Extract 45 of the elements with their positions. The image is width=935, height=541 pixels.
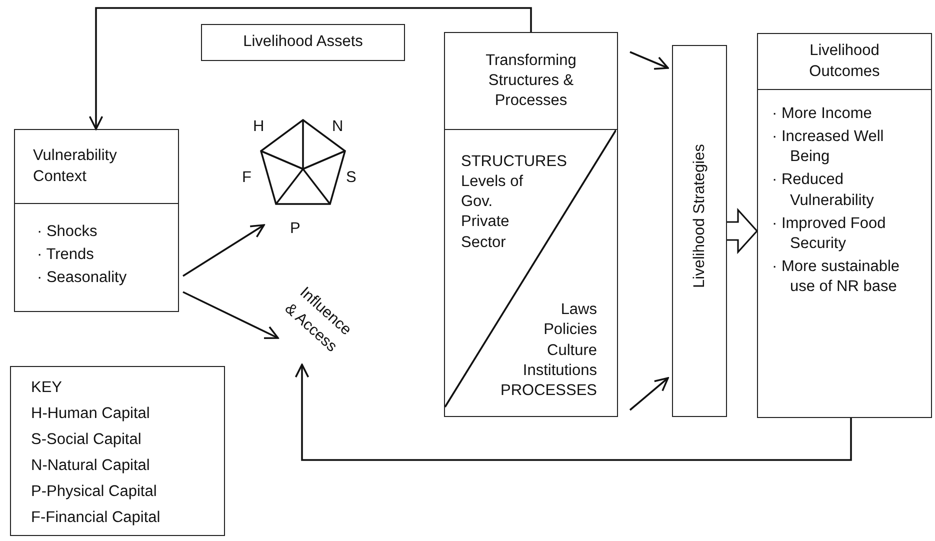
heading-box — [201, 24, 405, 61]
list-item: · Reduced Vulnerability — [772, 170, 875, 211]
box-text: Policies — [542, 320, 597, 340]
outcomes-box — [757, 33, 932, 418]
box-heading: Transforming Structures & Processes — [484, 50, 578, 112]
list-item: · Seasonality — [37, 268, 128, 288]
asset-letter: S — [346, 170, 356, 186]
box-text: Culture — [546, 340, 597, 361]
box-heading: Livelihood Assets — [243, 32, 363, 52]
key-text: P-Physical Capital — [31, 482, 158, 502]
key-text: S-Social Capital — [31, 430, 142, 450]
arrow — [629, 377, 669, 411]
box-heading: Livelihood Outcomes — [808, 41, 881, 82]
list-item: · Increased Well Being — [772, 127, 885, 168]
strategies-box — [672, 45, 727, 417]
arrow — [294, 364, 852, 461]
context-box — [14, 129, 179, 312]
key-text: F-Financial Capital — [31, 508, 162, 528]
block-arrow — [726, 208, 758, 254]
key-text: N-Natural Capital — [31, 456, 151, 476]
list-item: · More sustainable use of NR base — [772, 256, 901, 298]
list-item: · More Income — [772, 104, 873, 124]
structures-box — [444, 32, 618, 417]
key-text: KEY — [31, 378, 64, 398]
asset-letter: F — [242, 170, 252, 186]
list-item: · Improved Food Security — [772, 214, 887, 254]
box-text: Laws — [560, 300, 597, 320]
key-box — [10, 366, 225, 536]
box-text: STRUCTURES — [461, 152, 568, 172]
list-item: · Shocks — [37, 222, 98, 242]
box-text: Private Sector — [461, 212, 510, 253]
arrow — [630, 51, 669, 70]
key-text: H-Human Capital — [31, 404, 151, 424]
box-heading: Livelihood Strategies — [690, 144, 708, 288]
arrow — [182, 224, 265, 277]
asset-letter: P — [290, 221, 300, 236]
asset-letter: N — [332, 119, 344, 134]
box-heading: Vulnerability Context — [33, 146, 118, 186]
list-item: · Trends — [37, 245, 95, 266]
asset-letter: H — [253, 119, 264, 134]
box-text: Institutions — [522, 360, 597, 381]
box-text: Levels of Gov. — [461, 172, 524, 212]
arrow — [182, 291, 279, 340]
box-text: PROCESSES — [500, 380, 597, 401]
arrow — [88, 7, 532, 130]
